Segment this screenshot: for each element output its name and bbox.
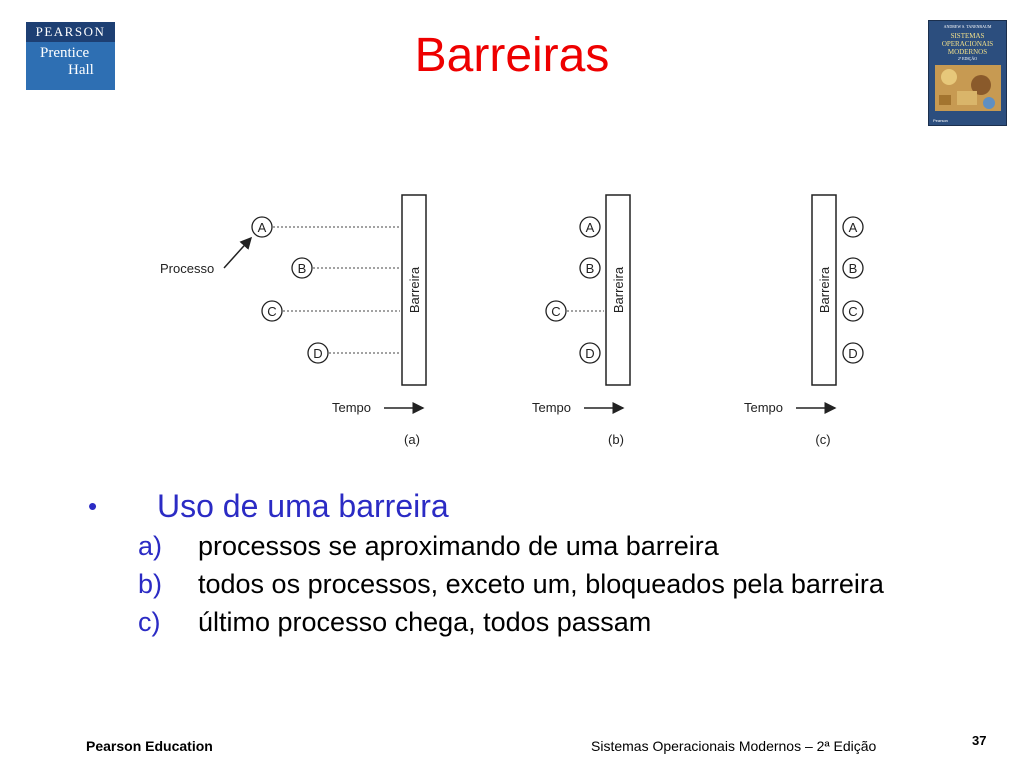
sub-item-label: c): [138, 607, 161, 637]
barrier-label-b: Barreira: [611, 266, 626, 313]
process-pointer-arrow: [223, 236, 253, 269]
book-cover-image: ANDREW S. TANENBAUM SISTEMAS OPERACIONAI…: [928, 20, 1007, 126]
process-letter: D: [313, 346, 322, 361]
logo-line-3: Hall: [68, 62, 94, 78]
sub-item-text: todos os processos, exceto um, bloqueado…: [198, 569, 884, 599]
process-letter: A: [258, 220, 267, 235]
process-letter: D: [848, 346, 857, 361]
cover-title-line-2: OPERACIONAIS: [941, 40, 994, 48]
panel-caption-a: (a): [404, 432, 420, 447]
logo-line-1: PEARSON: [26, 22, 115, 42]
barrier-bar-a: [401, 194, 427, 386]
cover-illustration: [935, 65, 1001, 111]
cover-edition: 2ª EDIÇÃO: [957, 56, 978, 61]
process-b-panel-c: B: [842, 257, 864, 279]
process-a-panel-c: A: [842, 216, 864, 238]
page-number: 37: [972, 733, 987, 748]
process-letter: A: [586, 220, 595, 235]
process-label: Processo: [160, 261, 214, 276]
process-a-panel-b: A: [579, 216, 601, 238]
sub-item-b: b) todos os processos, exceto um, bloque…: [88, 568, 968, 601]
main-bullet-text: Uso de uma barreira: [157, 488, 449, 524]
process-letter: C: [267, 304, 276, 319]
barrier-bar-b: [605, 194, 631, 386]
process-letter: D: [585, 346, 594, 361]
time-label-c: Tempo: [744, 400, 783, 415]
time-label-a: Tempo: [332, 400, 371, 415]
sub-item-c: c) último processo chega, todos passam: [88, 606, 968, 639]
process-d-panel-a: D: [307, 342, 400, 364]
panel-caption-b: (b): [608, 432, 624, 447]
logo-line-2: Prentice: [40, 45, 90, 61]
process-letter: C: [848, 304, 857, 319]
main-bullet: • Uso de uma barreira: [88, 484, 968, 530]
process-d-panel-b: D: [579, 342, 601, 364]
sub-item-label: b): [138, 569, 163, 599]
process-d-panel-c: D: [842, 342, 864, 364]
cover-title: SISTEMAS OPERACIONAIS MODERNOS: [929, 32, 1006, 56]
process-b-panel-b: B: [579, 257, 601, 279]
panel-a: Barreira A B C D Processo Tempo (a): [160, 194, 427, 447]
bullet-dot: •: [88, 491, 98, 521]
barrier-label-c: Barreira: [817, 266, 832, 313]
panel-c: Barreira A B C D Tempo (c): [744, 194, 864, 447]
process-a-panel-a: A: [251, 216, 400, 238]
barrier-label-a: Barreira: [407, 266, 422, 313]
sub-item-text: processos se aproximando de uma barreira: [198, 531, 719, 561]
process-letter: B: [298, 261, 307, 276]
panel-caption-c: (c): [815, 432, 830, 447]
process-c-panel-c: C: [842, 300, 864, 322]
footer-publisher: Pearson Education: [86, 738, 213, 754]
sub-item-label: a): [138, 531, 163, 561]
pearson-prentice-hall-logo: PEARSON Prentice Hall: [26, 22, 115, 90]
bullet-list: • Uso de uma barreira a) processos se ap…: [88, 484, 968, 644]
sub-item-text: último processo chega, todos passam: [198, 607, 652, 637]
cover-title-line-3: MODERNOS: [947, 48, 988, 56]
process-b-panel-a: B: [291, 257, 400, 279]
cover-author: ANDREW S. TANENBAUM: [943, 24, 992, 29]
process-c-panel-a: C: [261, 300, 400, 322]
process-letter: C: [551, 304, 560, 319]
time-label-b: Tempo: [532, 400, 571, 415]
process-letter: B: [849, 261, 858, 276]
slide-title: Barreiras: [414, 29, 610, 82]
process-c-panel-b: C: [545, 300, 604, 322]
process-letter: A: [849, 220, 858, 235]
process-letter: B: [586, 261, 595, 276]
cover-title-line-1: SISTEMAS: [950, 32, 985, 40]
barrier-bar-c: [811, 194, 837, 386]
sub-item-a: a) processos se aproximando de uma barre…: [88, 530, 968, 563]
panel-b: Barreira A B C D Tempo (b): [532, 194, 631, 447]
barrier-diagram: Barreira A B C D Processo Tempo (a): [160, 194, 864, 447]
cover-publisher: Pearson: [933, 118, 948, 123]
footer-book-title: Sistemas Operacionais Modernos – 2ª Ediç…: [591, 738, 877, 754]
